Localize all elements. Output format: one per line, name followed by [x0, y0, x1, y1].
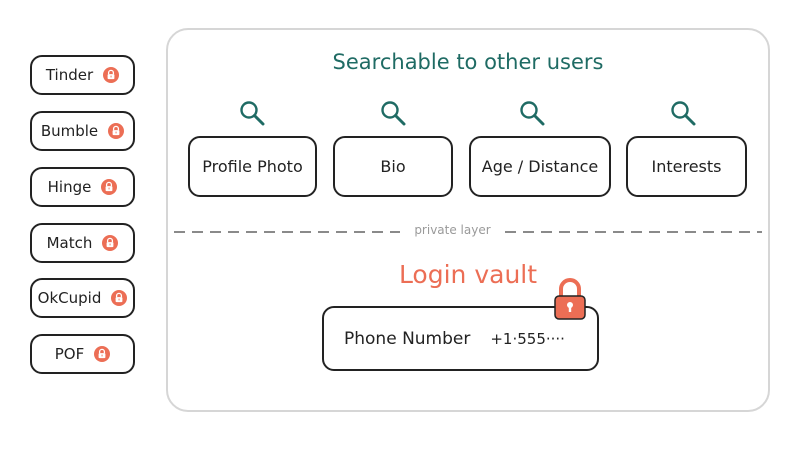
- app-label: POF: [54, 345, 85, 363]
- lock-icon: [108, 123, 125, 139]
- app-label: OkCupid: [37, 289, 102, 307]
- field-card-age-distance: Age / Distance: [469, 136, 611, 197]
- app-label: Tinder: [45, 66, 94, 84]
- private-layer-divider: [174, 231, 762, 233]
- app-chip-match: Match: [30, 223, 135, 263]
- search-icon: [381, 101, 406, 126]
- app-chip-hinge: Hinge: [30, 167, 135, 207]
- vault-title: Login vault: [398, 260, 538, 289]
- app-label: Match: [46, 234, 93, 252]
- field-card-interests: Interests: [626, 136, 747, 197]
- search-icon: [671, 101, 696, 126]
- search-icon: [240, 101, 265, 126]
- lock-icon: [101, 179, 118, 195]
- padlock-icon: [554, 278, 586, 320]
- app-chip-tinder: Tinder: [30, 55, 135, 95]
- field-card-profile-photo: Profile Photo: [188, 136, 317, 197]
- app-label: Hinge: [47, 178, 92, 196]
- lock-icon: [102, 235, 119, 251]
- lock-icon: [94, 346, 111, 362]
- public-layer-title: Searchable to other users: [332, 50, 604, 74]
- field-card-bio: Bio: [333, 136, 453, 197]
- vault-box: Phone Number +1·555····: [322, 306, 599, 371]
- lock-icon: [103, 67, 120, 83]
- phone-label: Phone Number: [344, 328, 471, 349]
- app-chip-pof: POF: [30, 334, 135, 374]
- app-chip-okcupid: OkCupid: [30, 278, 135, 318]
- lock-icon: [111, 290, 128, 306]
- phone-value: +1·555····: [490, 329, 565, 348]
- app-chip-bumble: Bumble: [30, 111, 135, 151]
- divider-label: private layer: [400, 223, 505, 237]
- search-icon: [520, 101, 545, 126]
- app-label: Bumble: [40, 122, 99, 140]
